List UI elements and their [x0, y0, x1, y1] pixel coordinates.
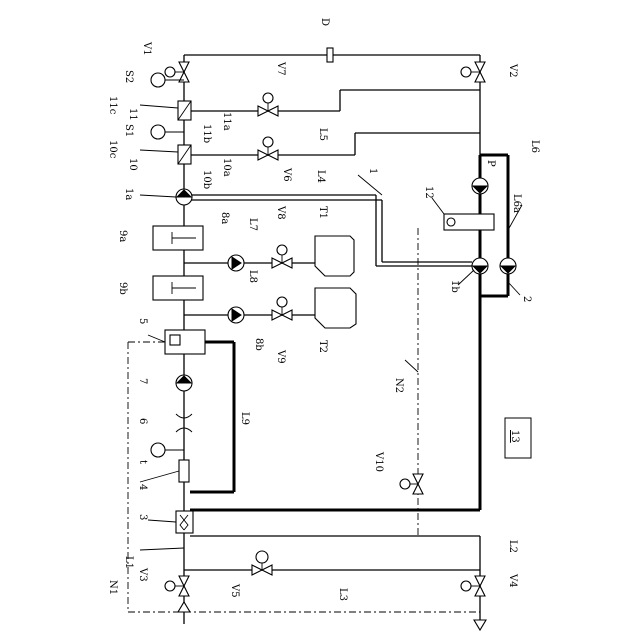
pump-8a [228, 255, 244, 271]
label-V5: V5 [229, 583, 240, 598]
sensor-S1 [151, 125, 184, 139]
label-9b: 9b [117, 282, 128, 295]
label-D: D [319, 18, 330, 26]
label-L9: L9 [239, 412, 250, 425]
label-13: 13 [509, 430, 520, 443]
label-1: 1 [367, 168, 378, 174]
valve-V3 [165, 576, 189, 596]
pump-P [472, 178, 488, 194]
label-8a: 8a [219, 212, 230, 224]
valve-V4 [461, 576, 485, 596]
tank-12 [444, 214, 494, 230]
label-7: 7 [137, 378, 148, 384]
label-11: 11 [127, 108, 138, 121]
label-t: t [137, 460, 148, 464]
label-9a: 9a [117, 230, 128, 242]
valve-V7 [258, 93, 278, 116]
label-T1: T1 [317, 206, 328, 219]
valve-V10 [400, 474, 423, 494]
pump-1a [176, 189, 192, 205]
component-D [327, 48, 333, 62]
label-1b: 1b [449, 280, 460, 293]
pump-8b [228, 307, 244, 323]
line-L9 [190, 342, 234, 492]
pump-1b [472, 258, 488, 274]
pump-7 [176, 375, 192, 391]
label-4: 4 [137, 484, 148, 490]
component-5 [165, 330, 205, 354]
label-V6: V6 [281, 167, 292, 182]
label-8b: 8b [253, 338, 264, 351]
label-L6a: L6a [511, 194, 522, 213]
label-N2: N2 [393, 378, 404, 393]
label-S2: S2 [123, 70, 134, 83]
pump-2 [500, 258, 516, 274]
valve-V5 [252, 551, 272, 575]
label-N1: N1 [107, 580, 118, 595]
valve-V2 [461, 62, 485, 82]
label-10c: 10c [107, 140, 118, 159]
bottom-lines [128, 525, 480, 612]
label-V9: V9 [275, 349, 286, 364]
label-1a: 1a [123, 188, 134, 200]
label-11a: 11a [221, 112, 232, 131]
label-V7: V7 [275, 61, 286, 76]
tank-T2 [315, 288, 356, 328]
label-L6: L6 [529, 140, 540, 153]
valve-11-box [178, 101, 191, 120]
label-L1: L1 [123, 556, 134, 569]
label-V8: V8 [275, 205, 286, 220]
label-V10: V10 [373, 451, 384, 472]
valve-V1 [165, 62, 189, 82]
label-L4: L4 [315, 170, 326, 183]
label-T2: T2 [317, 340, 328, 353]
outlet-arrow [474, 612, 486, 630]
label-L5: L5 [317, 128, 328, 141]
label-V3: V3 [137, 567, 148, 582]
line-L5 [190, 90, 480, 111]
component-9a [153, 226, 203, 250]
label-10a: 10a [221, 158, 232, 177]
label-2: 2 [521, 296, 532, 302]
valve-V6 [258, 137, 278, 160]
label-L8: L8 [247, 270, 258, 283]
label-S1: S1 [123, 124, 134, 137]
inlet-arrow [178, 602, 190, 624]
label-L2: L2 [507, 540, 518, 553]
label-10b: 10b [201, 170, 212, 189]
component-9b [153, 276, 203, 300]
label-V1: V1 [141, 41, 152, 56]
valve-V9 [272, 297, 292, 320]
valve-10-box [178, 145, 191, 164]
label-11c: 11c [107, 96, 118, 115]
label-10: 10 [127, 158, 138, 171]
line-L4 [190, 133, 480, 155]
figure-number-13: 13 [505, 418, 531, 458]
valve-V8 [272, 245, 292, 268]
tank-T1 [315, 236, 354, 276]
label-V4: V4 [507, 573, 518, 588]
label-P: P [485, 160, 496, 167]
label-11b: 11b [201, 124, 212, 143]
label-L3: L3 [337, 588, 348, 601]
label-L7: L7 [247, 218, 258, 231]
label-6: 6 [137, 418, 148, 424]
label-3: 3 [137, 514, 148, 520]
heat-exchanger-3 [176, 511, 193, 533]
component-4 [179, 460, 189, 482]
label-V2: V2 [507, 63, 518, 78]
label-12: 12 [423, 186, 434, 199]
label-5: 5 [137, 318, 148, 324]
sensor-t [151, 443, 184, 457]
